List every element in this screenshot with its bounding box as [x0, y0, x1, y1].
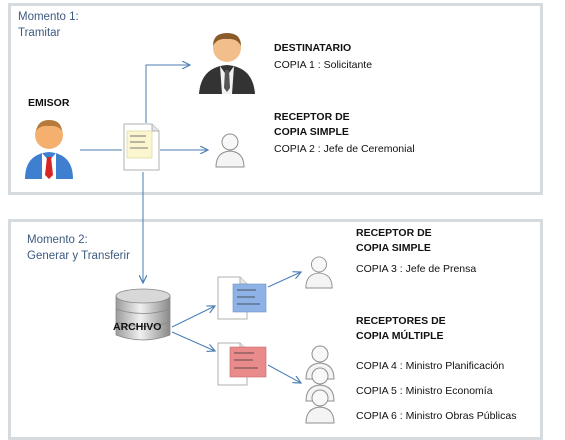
receptor-2-title-1: RECEPTOR DE: [356, 227, 432, 239]
receptores-copy-6: COPIA 6 : Ministro Obras Públicas: [356, 410, 517, 422]
receptor-2-title-2: COPIA SIMPLE: [356, 242, 431, 254]
destinatario-title: DESTINATARIO: [274, 42, 352, 54]
moment-2-subtitle: Generar y Transferir: [27, 250, 130, 262]
receptores-title-2: COPIA MÚLTIPLE: [356, 330, 444, 342]
archivo-database-icon: [115, 288, 171, 341]
moment-2-label: Momento 2: Generar y Transferir: [27, 232, 130, 264]
receptores-title-1: RECEPTORES DE: [356, 315, 446, 327]
copy-blue-document-icon: [217, 276, 267, 320]
copy-red-document-icon: [217, 342, 267, 386]
arrow-to-copy-blue: [171, 306, 215, 328]
receptor-1-user-icon: [215, 133, 245, 168]
moment-1-label: Momento 1: Tramitar: [18, 9, 79, 41]
receptor-1-title-2: COPIA SIMPLE: [274, 126, 349, 138]
receptor-1-copy: COPIA 2 : Jefe de Ceremonial: [274, 143, 415, 155]
receptor-2-copy: COPIA 3 : Jefe de Prensa: [356, 263, 477, 275]
receptores-copy-4: COPIA 4 : Ministro Planificación: [356, 360, 505, 372]
emisor-person-icon: [25, 120, 73, 179]
archivo-label: ARCHIVO: [113, 321, 162, 333]
arrow-to-receptores: [267, 364, 301, 383]
receptor-1-title-1: RECEPTOR DE: [274, 111, 350, 123]
moment-2-panel: [8, 219, 543, 440]
arrow-to-receptor-2: [267, 272, 301, 288]
receptor-user-icon-3: [305, 389, 335, 424]
moment-1-title: Momento 1:: [18, 11, 79, 23]
destinatario-copy: COPIA 1 : Solicitante: [274, 59, 373, 71]
receptores-copy-5: COPIA 5 : Ministro Economía: [356, 385, 493, 397]
emisor-label: EMISOR: [28, 97, 70, 109]
arrow-to-copy-red: [171, 331, 215, 351]
moment-1-subtitle: Tramitar: [18, 27, 61, 39]
receptor-2-user-icon: [305, 256, 333, 289]
moment-2-title: Momento 2:: [27, 234, 88, 246]
arrow-to-destinatario: [145, 65, 190, 123]
destinatario-person-icon: [199, 33, 255, 94]
moment-1-panel: [8, 3, 543, 195]
document-icon: [123, 123, 160, 171]
